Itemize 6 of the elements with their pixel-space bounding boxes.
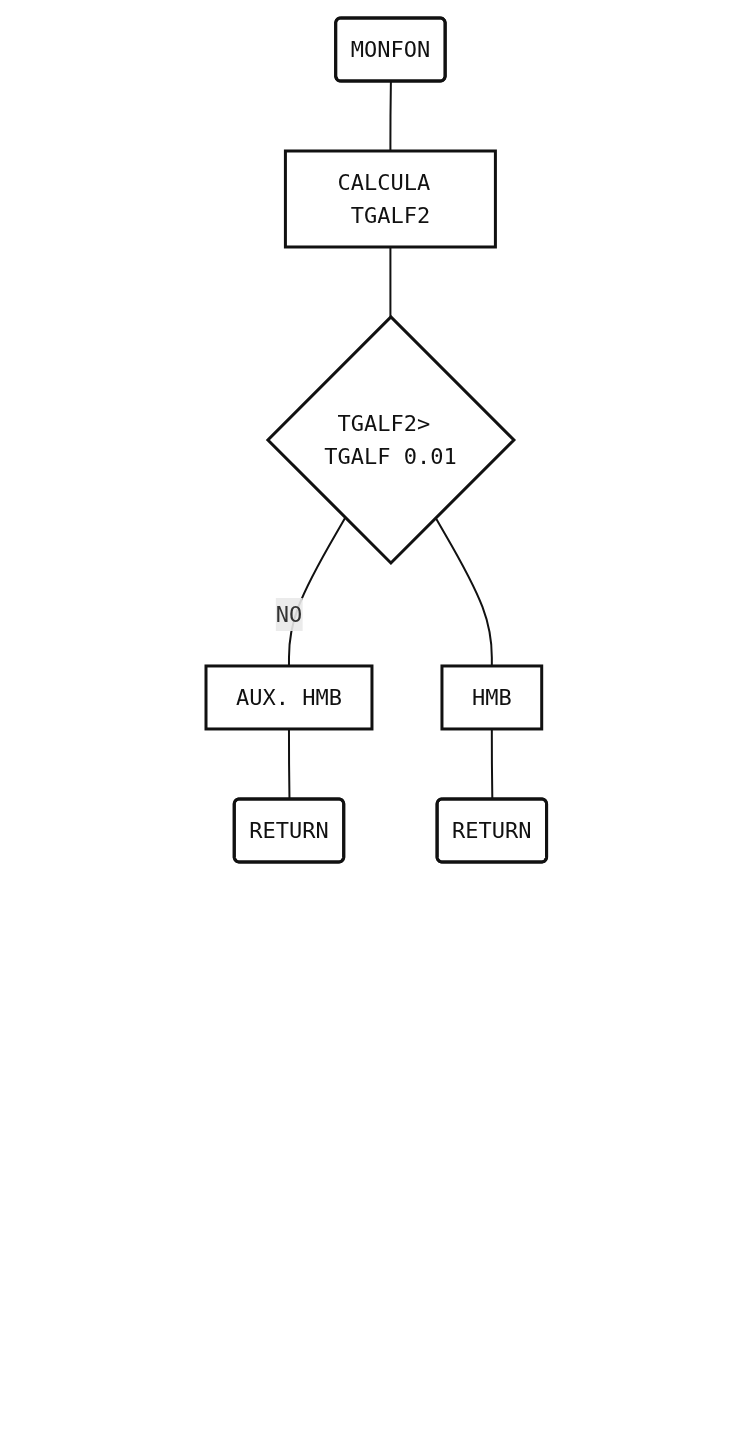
node-box: CALCULA TGALF2 [284,149,498,249]
edge-label: NO [275,601,303,627]
node-diamond: TGALF2> TGALF 0.01 [266,314,517,566]
node-box: HMB [440,664,544,731]
connector [389,246,392,318]
node-box: AUX. HMB [204,664,374,731]
